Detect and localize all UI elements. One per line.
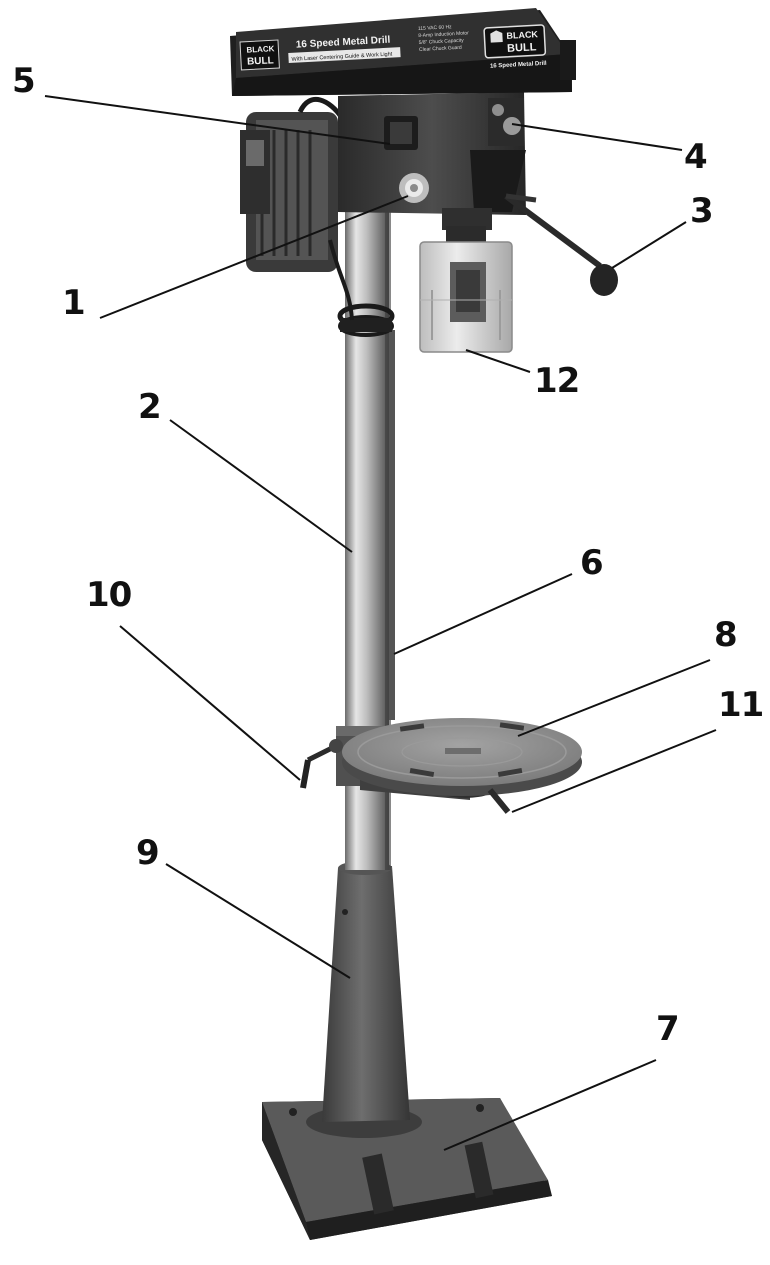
model-title: 16 Speed Metal Drill: [296, 35, 391, 51]
callout-4: 4: [684, 137, 708, 177]
leader-line-4: [511, 123, 683, 151]
callout-9: 9: [136, 833, 160, 873]
table-crank-handle: [300, 739, 343, 789]
feed-handle: [504, 193, 618, 296]
callout-6: 6: [580, 543, 604, 583]
specs-block: 115 VAC 60 Hz 8-Amp Induction Motor 5/8"…: [418, 24, 470, 53]
leader-line-2: [169, 419, 353, 553]
model-plate: 16 Speed Metal Drill With Laser Centerin…: [288, 35, 401, 63]
spec-line-3: 5/8" Chuck Capacity: [419, 38, 465, 46]
chuck-guard: [419, 226, 513, 353]
brand-left-line2: BULL: [247, 55, 274, 67]
leader-line-9: [165, 863, 351, 979]
callout-lines: [44, 95, 717, 1151]
callout-11: 11: [718, 685, 764, 725]
column-support: [306, 861, 422, 1138]
callout-7: 7: [656, 1009, 680, 1049]
brand-plate-left: BLACK BULL: [239, 39, 280, 71]
drill-head: [338, 92, 526, 230]
spec-line-1: 115 VAC 60 Hz: [418, 24, 452, 32]
motor: [240, 97, 354, 321]
brand-right-line1: BLACK: [506, 29, 538, 41]
leader-line-5: [44, 95, 391, 145]
leader-line-7: [443, 1059, 657, 1151]
callout-1: 1: [62, 283, 86, 323]
callout-10: 10: [86, 575, 132, 615]
callout-3: 3: [690, 191, 714, 231]
model-right: 16 Speed Metal Drill: [490, 61, 547, 70]
callout-12: 12: [534, 361, 580, 401]
leader-line-11: [511, 729, 717, 813]
spec-line-4: Clear Chuck Guard: [419, 45, 462, 53]
model-subtitle: With Laser Centering Guide & Work Light: [291, 52, 392, 63]
brand-left-line1: BLACK: [246, 44, 275, 54]
spec-line-2: 8-Amp Induction Motor: [418, 30, 469, 39]
leader-line-12: [465, 349, 531, 373]
leader-line-3: [611, 221, 687, 269]
brand-plate-right: BLACK BULL 16 Speed Metal Drill: [483, 24, 547, 70]
leader-line-1: [99, 195, 409, 319]
brand-right-line2: BULL: [507, 41, 537, 55]
callout-8: 8: [714, 615, 738, 655]
leader-line-8: [517, 659, 711, 737]
table-lock-lever: [487, 788, 511, 814]
leader-line-10: [119, 625, 301, 781]
leader-line-6: [393, 573, 573, 655]
bull-logo-icon: [490, 30, 503, 43]
callout-5: 5: [12, 61, 36, 101]
table-assembly: [336, 718, 582, 800]
callout-2: 2: [138, 387, 162, 427]
